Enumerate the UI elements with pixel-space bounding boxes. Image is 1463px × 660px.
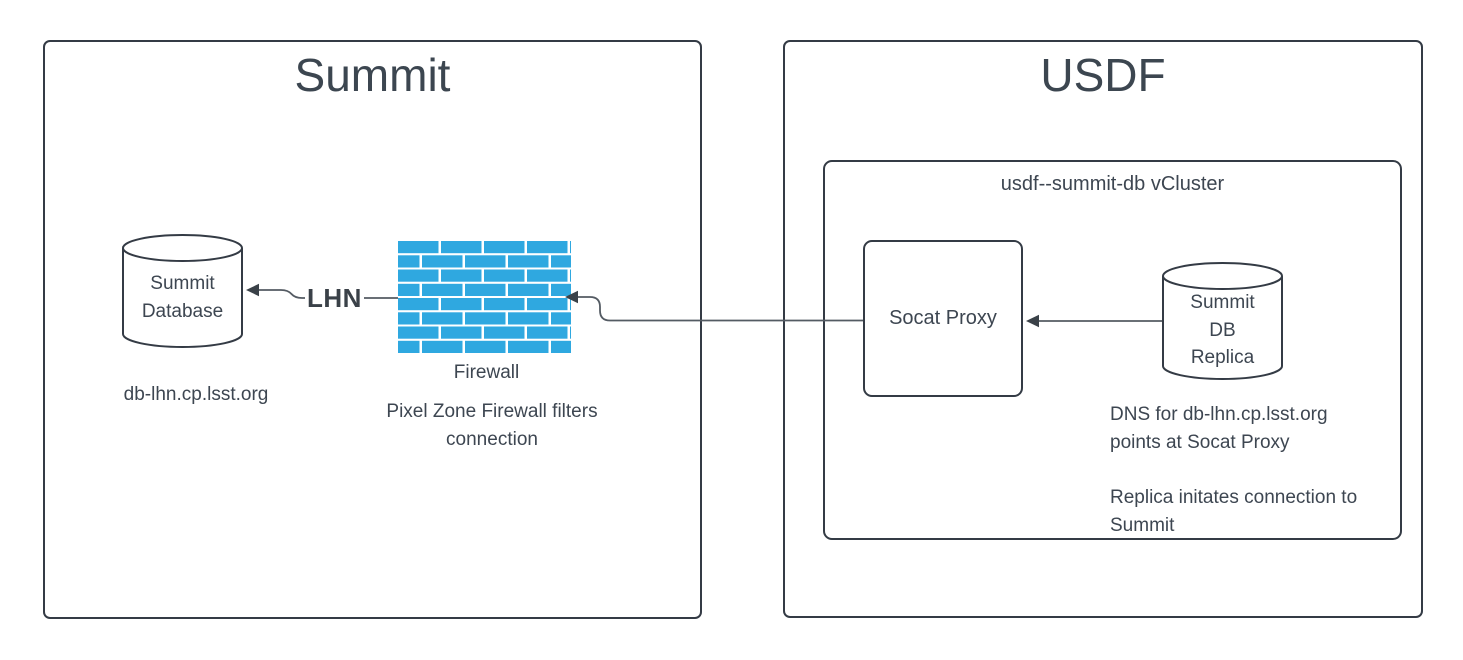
firewall-note: Pixel Zone Firewall filters connection <box>352 398 632 454</box>
summit-database-caption: db-lhn.cp.lsst.org <box>123 384 269 405</box>
dns-note: DNS for db-lhn.cp.lsst.org points at Soc… <box>1110 404 1328 453</box>
summit-database-label: Summit Database <box>141 273 224 322</box>
replica-database-icon: Summit DB Replica <box>1162 262 1283 380</box>
socat-proxy-box: Socat Proxy <box>863 240 1023 397</box>
usdf-title: USDF <box>1040 49 1166 101</box>
summit-database-icon: Summit Database <box>122 234 243 348</box>
vcluster-label: usdf--summit-db vCluster <box>1000 173 1225 195</box>
replica-database-label: Summit DB Replica <box>1190 292 1255 369</box>
firewall-icon <box>398 241 571 355</box>
socat-proxy-label: Socat Proxy <box>889 307 997 329</box>
summit-title: Summit <box>294 49 451 101</box>
replica-flow-note: Replica initates connection to Summit <box>1110 487 1358 536</box>
firewall-label: Firewall <box>453 362 520 383</box>
lhn-link-label: LHN <box>305 283 364 314</box>
